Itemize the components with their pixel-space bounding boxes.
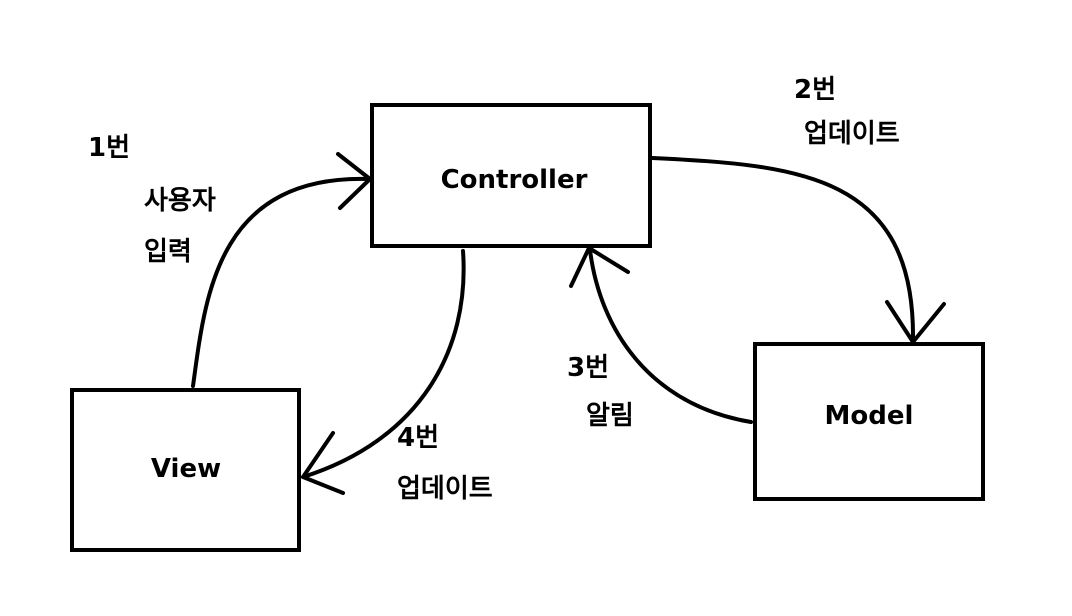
arrow-controller-to-model [650,156,946,344]
model-node: Model [753,342,985,501]
annotation-2-line1: 업데이트 [804,119,900,149]
arrow-controller-to-view [301,249,466,495]
annotation-4-line1: 업데이트 [397,474,493,504]
arrow-view-to-controller [191,152,372,388]
arrow-1-head [336,152,372,210]
annotation-3-line1: 알림 [586,401,634,431]
annotation-1-number: 1번 [88,133,130,163]
annotation-1: 1번 사용자 입력 [88,133,216,267]
arrow-3-line [588,248,753,424]
annotation-2: 2번 업데이트 [794,75,900,149]
model-label: Model [825,401,914,431]
arrow-3-head [569,246,630,288]
arrow-2-line [650,156,916,342]
arrow-model-to-controller [569,246,753,424]
view-label: View [151,454,221,484]
annotation-3-number: 3번 [567,353,609,383]
annotation-1-line1: 사용자 [144,186,216,216]
arrow-1-line [191,176,370,388]
arrow-4-line [301,249,466,479]
annotation-3: 3번 알림 [567,353,634,431]
arrow-2-head [885,300,946,344]
annotation-1-line2: 입력 [144,237,192,267]
annotation-4: 4번 업데이트 [397,423,493,504]
annotation-4-number: 4번 [397,423,439,453]
controller-box [370,103,652,248]
arrow-4-head [301,431,345,495]
controller-node: Controller [370,103,652,248]
controller-label: Controller [441,165,588,195]
view-node: View [70,388,301,552]
annotation-2-number: 2번 [794,75,836,105]
model-box [753,342,985,501]
view-box [70,388,301,552]
